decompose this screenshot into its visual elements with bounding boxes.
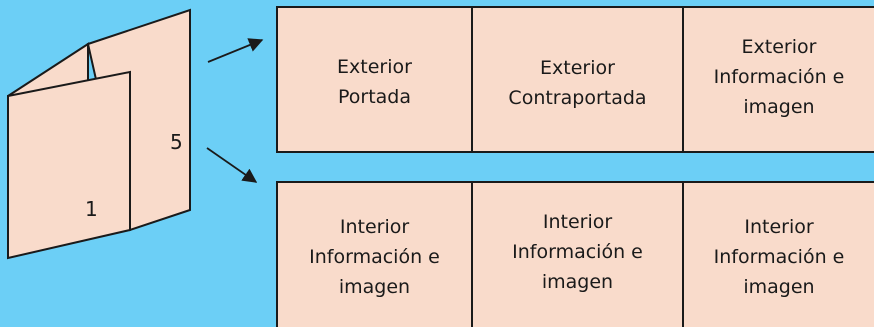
- interior-strip: Interior Información e imagen Interior I…: [276, 181, 874, 327]
- panel-label: Interior Información e imagen: [512, 211, 643, 293]
- panel-label: Exterior Contraportada: [508, 56, 647, 109]
- interior-panel-right: Interior Información e imagen: [682, 183, 874, 327]
- exterior-back-cover-panel: Exterior Contraportada: [471, 8, 682, 151]
- interior-panel-left: Interior Información e imagen: [278, 183, 471, 327]
- panel-label: Interior Información e imagen: [309, 216, 440, 298]
- exterior-strip: Exterior Portada Exterior Contraportada …: [276, 6, 874, 153]
- panel-label: Interior Información e imagen: [713, 216, 845, 298]
- arrow-to-exterior: [207, 38, 264, 63]
- exterior-cover-panel: Exterior Portada: [278, 8, 471, 151]
- panel-label: Exterior Información e imagen: [713, 35, 845, 118]
- page-number-front: 1: [85, 197, 98, 221]
- interior-panel-center: Interior Información e imagen: [471, 183, 682, 327]
- page-number-back: 5: [170, 130, 183, 154]
- arrow-to-interior: [206, 147, 258, 183]
- exterior-info-panel: Exterior Información e imagen: [682, 8, 874, 151]
- panel-label: Exterior Portada: [337, 55, 412, 108]
- brochure-front-page: [7, 70, 131, 260]
